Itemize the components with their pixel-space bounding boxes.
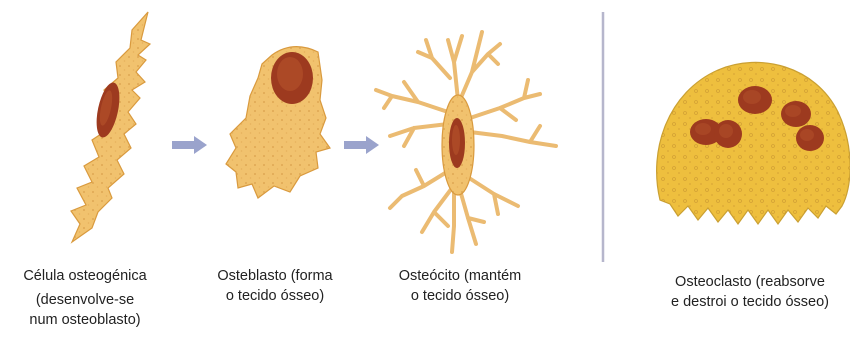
osteogenic-cell <box>71 12 150 242</box>
caption-osteoclast: Osteoclasto (reabsorve e destroi o tecid… <box>650 272 850 312</box>
caption-osteoclast-line-1: Osteoclasto (reabsorve <box>650 272 850 292</box>
arrow-2 <box>344 136 379 154</box>
caption-osteoblast-line-2: o tecido ósseo) <box>190 286 360 306</box>
caption-osteocyte-line-2: o tecido ósseo) <box>375 286 545 306</box>
caption-osteoclast-line-2: e destroi o tecido ósseo) <box>650 292 850 312</box>
caption-osteocyte: Osteócito (mantém o tecido ósseo) <box>375 266 545 306</box>
arrow-1 <box>172 136 207 154</box>
osteoblast-cell <box>226 47 330 198</box>
caption-osteogenic-cell: Célula osteogénica (desenvolve-se num os… <box>0 266 170 330</box>
osteoclast-cell <box>657 62 850 224</box>
caption-osteogenic-title: Célula osteogénica <box>0 266 170 286</box>
caption-osteoblast-line-1: Osteblasto (forma <box>190 266 360 286</box>
caption-osteoblast: Osteblasto (forma o tecido ósseo) <box>190 266 360 306</box>
caption-osteogenic-sub-1: (desenvolve-se <box>0 290 170 310</box>
caption-osteogenic-sub-2: num osteoblasto) <box>0 310 170 330</box>
caption-osteocyte-line-1: Osteócito (mantém <box>375 266 545 286</box>
